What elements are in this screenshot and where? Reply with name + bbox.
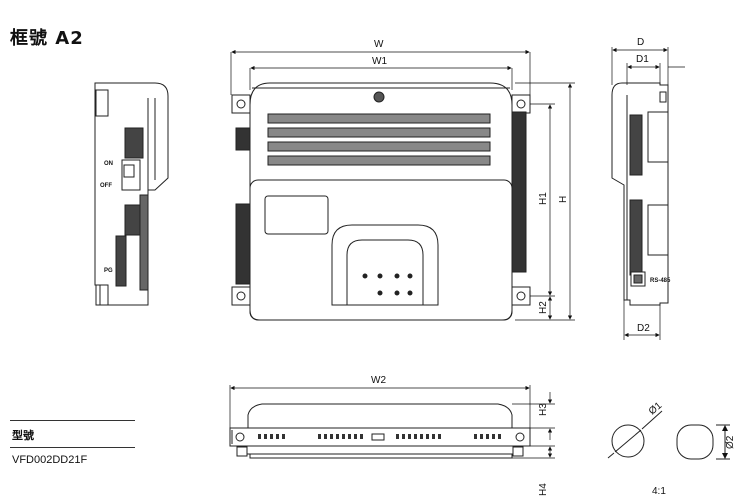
dim-h2: H2 bbox=[538, 301, 549, 314]
model-header: 型號 bbox=[12, 429, 34, 442]
dim-d: D bbox=[637, 37, 644, 48]
bottom-view bbox=[229, 403, 531, 459]
dim-d2: D2 bbox=[637, 323, 650, 334]
dim-h: H bbox=[558, 196, 569, 203]
table-rule-mid bbox=[10, 447, 135, 448]
left-side-view bbox=[94, 82, 169, 306]
dim-h3: H3 bbox=[538, 403, 549, 416]
rs485-label: RS-485 bbox=[650, 278, 671, 284]
frame-title: 框號 A2 bbox=[10, 28, 84, 49]
dim-phi2: Ø2 bbox=[725, 435, 735, 449]
model-value: VFD002DD21F bbox=[12, 454, 88, 466]
dim-d1: D1 bbox=[636, 54, 649, 65]
dim-w: W bbox=[374, 39, 384, 50]
off-label: OFF bbox=[100, 183, 112, 189]
model-table: 型號 VFD002DD21F bbox=[10, 420, 135, 466]
front-view bbox=[231, 82, 531, 321]
right-side-view bbox=[611, 82, 669, 306]
dim-w1: W1 bbox=[372, 56, 387, 67]
dim-h4: H4 bbox=[538, 483, 549, 496]
scale-label: 4:1 bbox=[652, 486, 666, 497]
dim-phi1: Ø1 bbox=[647, 400, 665, 417]
bottom-dim-lines bbox=[229, 385, 555, 459]
on-label: ON bbox=[104, 161, 113, 167]
dim-h1: H1 bbox=[538, 192, 549, 205]
side-dim-lines bbox=[611, 47, 685, 340]
table-rule-top bbox=[10, 420, 135, 421]
detail-view bbox=[607, 410, 730, 460]
front-dim-lines bbox=[230, 49, 575, 321]
pg-label: PG bbox=[104, 268, 113, 274]
dim-w2: W2 bbox=[371, 375, 386, 386]
